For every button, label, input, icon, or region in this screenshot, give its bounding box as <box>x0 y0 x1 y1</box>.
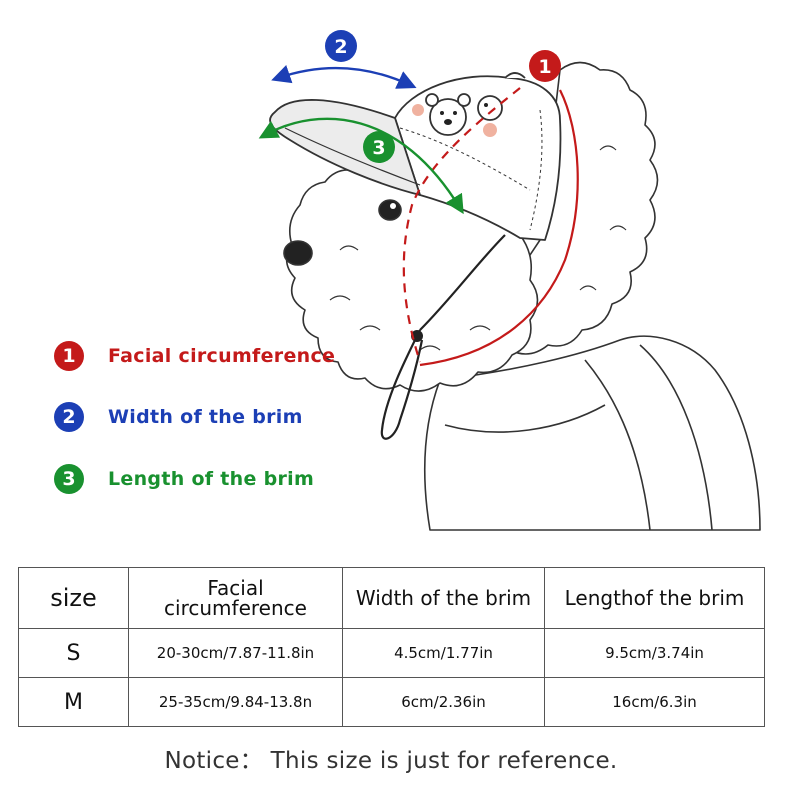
facial-circumference-marker: 1 <box>402 50 579 367</box>
header-facial-line1: Facial <box>207 576 264 600</box>
row-m-facial: 25-35cm/9.84-13.8n <box>128 677 343 727</box>
header-brim-width: Width of the brim <box>342 567 545 629</box>
row-m-width: 6cm/2.36in <box>342 677 545 727</box>
size-chart-table: size Facial circumference Width of the b… <box>18 567 765 727</box>
legend-badge-2: 2 <box>54 402 84 432</box>
header-facial-line2: circumference <box>164 596 307 620</box>
legend-badge-1: 1 <box>54 341 84 371</box>
chin-strap <box>380 234 506 440</box>
brim-length-marker: 3 <box>258 117 464 215</box>
dog-cap-illustration: 1 2 3 <box>258 30 761 531</box>
header-brim-length: Lengthof the brim <box>544 567 765 629</box>
marker-3-number: 3 <box>372 137 385 159</box>
table-header-row: size Facial circumference Width of the b… <box>18 567 765 629</box>
legend-item-brim-width: 2 Width of the brim <box>54 402 303 432</box>
legend-item-facial-circumference: 1 Facial circumference <box>54 341 335 371</box>
legend-label-facial-circumference: Facial circumference <box>108 345 336 367</box>
row-m-length: 16cm/6.3in <box>544 677 765 727</box>
row-s-length: 9.5cm/3.74in <box>544 628 765 678</box>
header-size: size <box>18 567 129 629</box>
dog-body <box>424 335 761 531</box>
table-row: M 25-35cm/9.84-13.8n 6cm/2.36in 16cm/6.3… <box>18 677 765 727</box>
legend-item-brim-length: 3 Length of the brim <box>54 464 314 494</box>
row-m-size: M <box>18 677 129 727</box>
notice-text: Notice： This size is just for reference. <box>164 748 618 774</box>
legend-badge-3: 3 <box>54 464 84 494</box>
header-facial-circumference: Facial circumference <box>128 567 343 629</box>
legend-label-brim-width: Width of the brim <box>108 406 303 428</box>
marker-1-number: 1 <box>538 56 551 78</box>
row-s-width: 4.5cm/1.77in <box>342 628 545 678</box>
row-s-facial: 20-30cm/7.87-11.8in <box>128 628 343 678</box>
dog-head <box>283 61 659 392</box>
marker-2-number: 2 <box>334 36 347 58</box>
row-s-size: S <box>18 628 129 678</box>
brim-width-marker: 2 <box>271 30 417 89</box>
table-row: S 20-30cm/7.87-11.8in 4.5cm/1.77in 9.5cm… <box>18 628 765 678</box>
legend-label-brim-length: Length of the brim <box>108 468 315 490</box>
